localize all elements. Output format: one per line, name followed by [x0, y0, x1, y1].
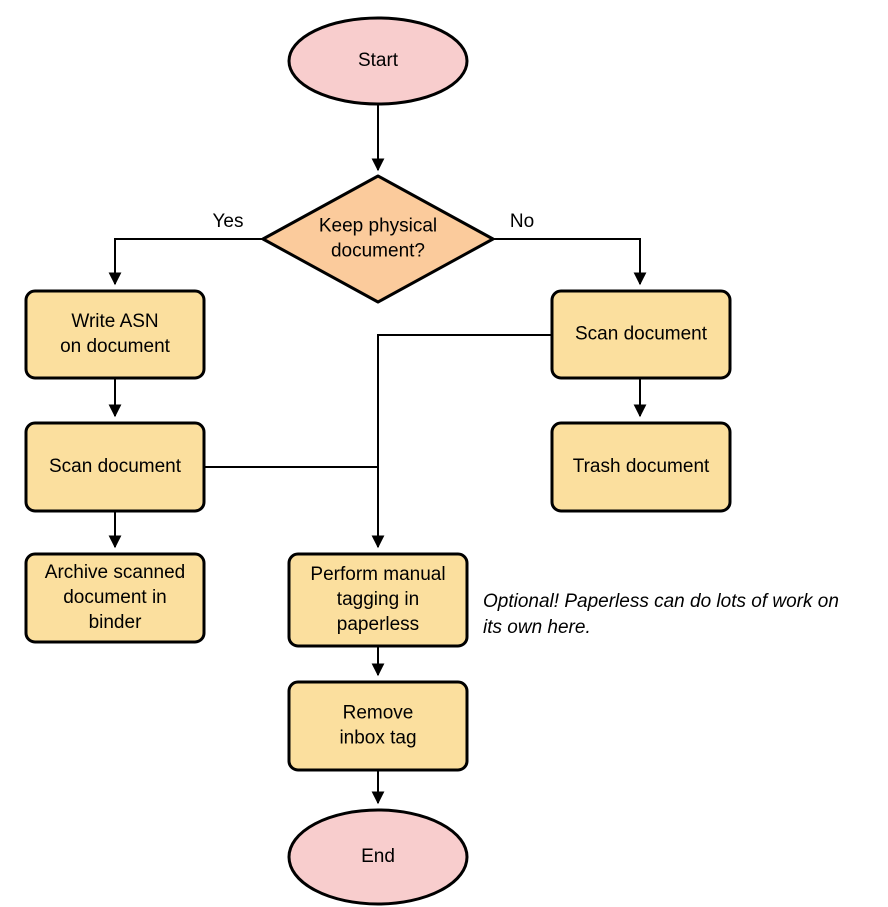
edge-label-no-label: No — [510, 211, 534, 232]
node-shape-scan_right — [550, 289, 732, 380]
node-shape-scan_left — [24, 421, 206, 513]
node-label-start: Start — [358, 50, 399, 71]
node-trash[interactable]: Trash document — [550, 421, 732, 513]
node-shape-trash — [550, 421, 732, 513]
node-start[interactable]: Start — [287, 16, 469, 106]
edge-decision-yes — [108, 238, 263, 286]
node-shape-start — [287, 16, 469, 106]
node-shape-manual_tag — [287, 552, 469, 648]
edges-layer — [108, 104, 647, 805]
node-shape-write_asn — [24, 289, 206, 380]
edge-label-yes-label: Yes — [213, 211, 244, 232]
node-scan_right[interactable]: Scan document — [550, 289, 732, 380]
node-shape-remove_inbox — [287, 680, 469, 772]
edge-scanright-to-manualtag — [371, 334, 552, 549]
node-scan_left[interactable]: Scan document — [24, 421, 206, 513]
node-shape-archive — [24, 552, 206, 644]
node-shape-decision — [261, 174, 495, 304]
edge-decision-no — [493, 238, 647, 286]
node-label-end: End — [361, 846, 395, 867]
node-shape-end — [287, 808, 469, 906]
node-label-trash: Trash document — [573, 456, 710, 477]
node-label-scan_left: Scan document — [49, 456, 182, 477]
node-label-scan_right: Scan document — [575, 324, 708, 345]
annotation-optional-note: Optional! Paperless can do lots of work … — [483, 591, 839, 638]
node-end[interactable]: End — [287, 808, 469, 906]
